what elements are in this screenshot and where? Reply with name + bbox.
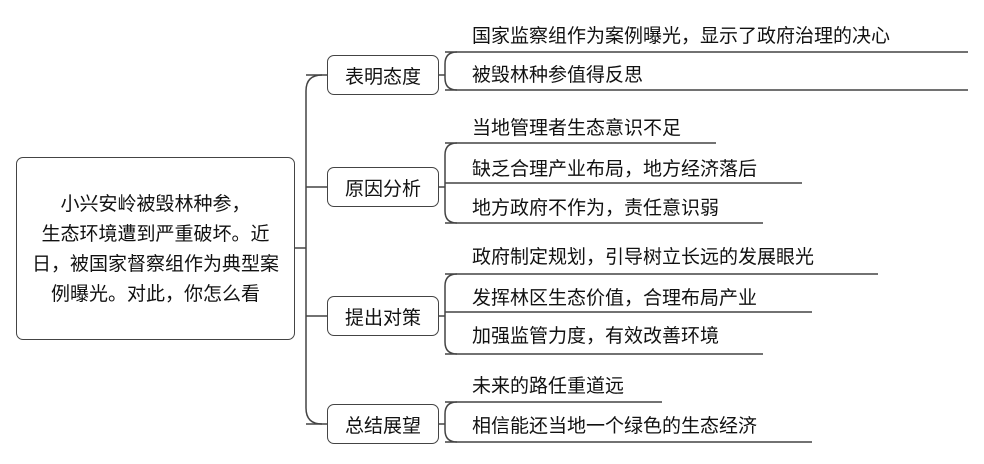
branch-cause-analysis-label: 原因分析: [344, 177, 421, 200]
leaf-cause-3: 地方政府不作为，责任意识弱: [472, 197, 720, 219]
leaf-measure-2: 发挥林区生态价值，合理布局产业: [472, 287, 758, 309]
branch-attitude-label: 表明态度: [344, 65, 421, 88]
connector-line-16: [444, 273, 458, 355]
branch-countermeasures: 提出对策: [327, 296, 439, 336]
leaf-cause-2: 缺乏合理产业布局，地方经济落后: [472, 158, 758, 180]
branch-outlook: 总结展望: [327, 404, 439, 444]
leaf-measure-3: 加强监管力度，有效改善环境: [472, 325, 720, 347]
branch-outlook-label: 总结展望: [344, 414, 421, 437]
branch-countermeasures-label: 提出对策: [344, 306, 421, 329]
leaf-outlook-2: 相信能还当地一个绿色的生态经济: [472, 415, 758, 437]
leaf-outlook-1: 未来的路任重道远: [472, 375, 625, 397]
connector-line-7: [444, 51, 458, 91]
connector-line-1: [305, 74, 323, 425]
branch-attitude: 表明态度: [327, 55, 439, 95]
leaf-measure-1: 政府制定规划，引导树立长远的发展眼光: [472, 246, 815, 268]
leaf-attitude-1: 国家监察组作为案例曝光，显示了政府治理的决心: [472, 25, 891, 47]
leaf-cause-1: 当地管理者生态意识不足: [472, 117, 682, 139]
branch-cause-analysis: 原因分析: [327, 167, 439, 207]
leaf-attitude-2: 被毁林种参值得反思: [472, 64, 644, 86]
connector-line-21: [444, 401, 458, 443]
root-topic-text: 小兴安岭被毁林种参， 生态环境遭到严重破坏。近日，被国家督察组作为典型案例曝光。…: [31, 192, 279, 305]
root-topic: 小兴安岭被毁林种参， 生态环境遭到严重破坏。近日，被国家督察组作为典型案例曝光。…: [16, 157, 295, 340]
